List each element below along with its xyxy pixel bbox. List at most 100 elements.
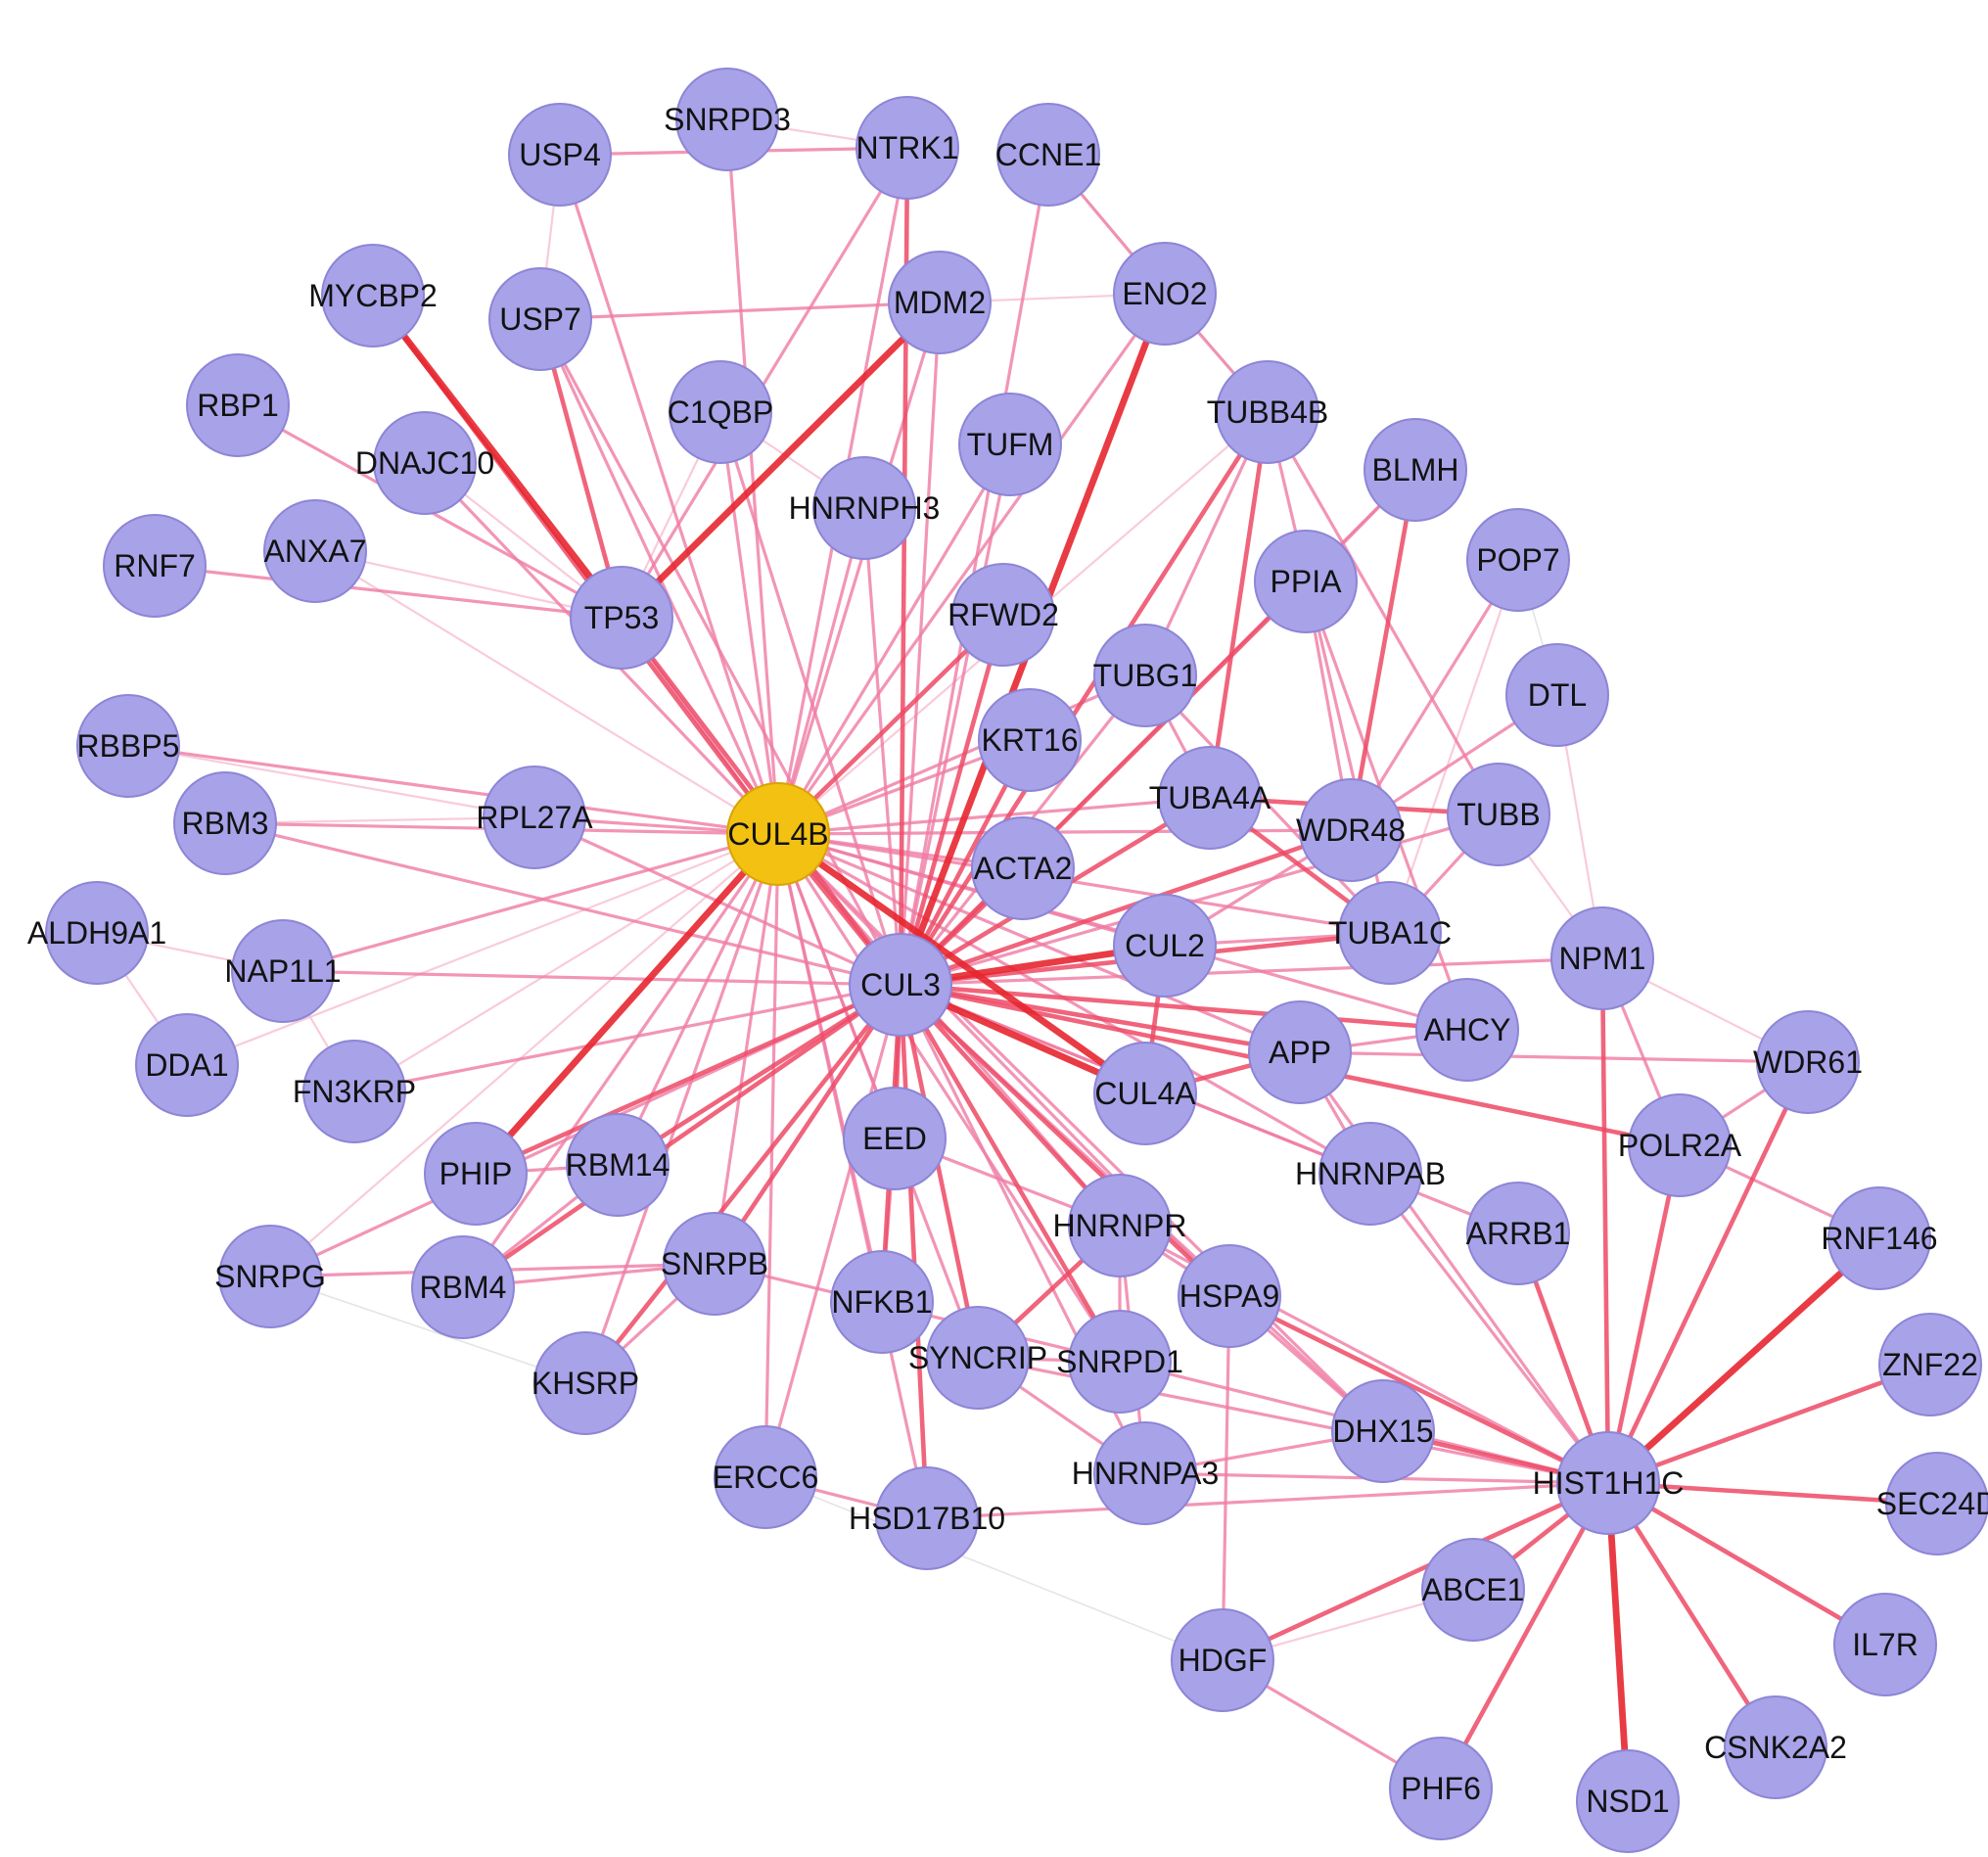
node-circle-SNRPG[interactable]: [218, 1225, 322, 1328]
node-SNRPG[interactable]: SNRPG: [214, 1225, 326, 1328]
node-circle-POLR2A[interactable]: [1628, 1093, 1732, 1197]
node-NAP1L1[interactable]: NAP1L1: [224, 919, 342, 1023]
node-circle-NPM1[interactable]: [1550, 906, 1654, 1010]
node-circle-TUBB4B[interactable]: [1216, 360, 1319, 464]
node-circle-ZNF22[interactable]: [1878, 1313, 1982, 1416]
node-ACTA2[interactable]: ACTA2: [971, 816, 1075, 920]
node-HSD17B10[interactable]: HSD17B10: [849, 1466, 1005, 1570]
node-circle-HSD17B10[interactable]: [875, 1466, 979, 1570]
node-circle-RFWD2[interactable]: [951, 563, 1055, 667]
node-circle-HNRNPH3[interactable]: [812, 456, 916, 560]
node-circle-SNRPD3[interactable]: [675, 68, 779, 171]
node-circle-SEC24D[interactable]: [1885, 1452, 1988, 1555]
node-circle-DNAJC10[interactable]: [373, 411, 477, 515]
node-PHIP[interactable]: PHIP: [424, 1122, 528, 1226]
node-RBM14[interactable]: RBM14: [566, 1113, 670, 1217]
node-circle-KRT16[interactable]: [978, 688, 1082, 792]
node-circle-SYNCRIP[interactable]: [926, 1306, 1030, 1410]
node-HSPA9[interactable]: HSPA9: [1178, 1244, 1281, 1348]
node-ABCE1[interactable]: ABCE1: [1421, 1538, 1525, 1642]
node-USP4[interactable]: USP4: [508, 103, 612, 207]
node-circle-DTL[interactable]: [1505, 643, 1609, 747]
node-KRT16[interactable]: KRT16: [978, 688, 1082, 792]
node-DDA1[interactable]: DDA1: [135, 1013, 239, 1117]
node-circle-NTRK1[interactable]: [855, 96, 959, 200]
node-circle-TUBA4A[interactable]: [1158, 746, 1262, 850]
node-circle-NFKB1[interactable]: [830, 1250, 934, 1354]
node-SEC24D[interactable]: SEC24D: [1876, 1452, 1988, 1555]
node-circle-SNRPD1[interactable]: [1068, 1310, 1172, 1414]
node-TUFM[interactable]: TUFM: [958, 393, 1062, 496]
node-NTRK1[interactable]: NTRK1: [855, 96, 959, 200]
node-PHF6[interactable]: PHF6: [1389, 1737, 1493, 1840]
node-HNRNPR[interactable]: HNRNPR: [1053, 1174, 1187, 1277]
node-circle-POP7[interactable]: [1466, 508, 1570, 612]
node-circle-C1QBP[interactable]: [669, 360, 772, 464]
node-circle-TUBA1C[interactable]: [1338, 881, 1442, 985]
node-RBBP5[interactable]: RBBP5: [76, 694, 180, 798]
node-CUL3[interactable]: CUL3: [849, 933, 952, 1037]
node-FN3KRP[interactable]: FN3KRP: [293, 1040, 416, 1143]
node-circle-ERCC6[interactable]: [714, 1425, 817, 1529]
node-HDGF[interactable]: HDGF: [1171, 1608, 1274, 1712]
node-ZNF22[interactable]: ZNF22: [1878, 1313, 1982, 1416]
node-ENO2[interactable]: ENO2: [1113, 242, 1217, 346]
node-RNF7[interactable]: RNF7: [103, 514, 207, 618]
node-ERCC6[interactable]: ERCC6: [713, 1425, 818, 1529]
node-circle-TUFM[interactable]: [958, 393, 1062, 496]
node-DTL[interactable]: DTL: [1505, 643, 1609, 747]
node-SNRPD1[interactable]: SNRPD1: [1056, 1310, 1183, 1414]
node-circle-HDGF[interactable]: [1171, 1608, 1274, 1712]
node-CUL4A[interactable]: CUL4A: [1093, 1042, 1197, 1145]
node-circle-RBM14[interactable]: [566, 1113, 670, 1217]
node-NFKB1[interactable]: NFKB1: [830, 1250, 934, 1354]
node-RBP1[interactable]: RBP1: [186, 353, 290, 457]
node-TUBB[interactable]: TUBB: [1447, 763, 1550, 866]
node-IL7R[interactable]: IL7R: [1833, 1593, 1937, 1696]
node-circle-RBBP5[interactable]: [76, 694, 180, 798]
node-circle-KHSRP[interactable]: [533, 1331, 637, 1435]
node-circle-CSNK2A2[interactable]: [1724, 1695, 1827, 1799]
node-NPM1[interactable]: NPM1: [1550, 906, 1654, 1010]
node-circle-DDA1[interactable]: [135, 1013, 239, 1117]
node-circle-CUL3[interactable]: [849, 933, 952, 1037]
node-circle-HIST1H1C[interactable]: [1556, 1431, 1660, 1535]
node-circle-PPIA[interactable]: [1254, 530, 1358, 633]
node-circle-USP7[interactable]: [488, 267, 592, 371]
node-CCNE1[interactable]: CCNE1: [995, 103, 1101, 207]
node-circle-RBM4[interactable]: [411, 1235, 515, 1339]
node-WDR48[interactable]: WDR48: [1296, 778, 1406, 882]
node-circle-WDR61[interactable]: [1756, 1010, 1860, 1114]
node-circle-FN3KRP[interactable]: [302, 1040, 406, 1143]
node-circle-APP[interactable]: [1248, 1000, 1352, 1104]
node-circle-HNRNPAB[interactable]: [1318, 1122, 1422, 1226]
node-circle-NAP1L1[interactable]: [231, 919, 335, 1023]
node-circle-ACTA2[interactable]: [971, 816, 1075, 920]
node-C1QBP[interactable]: C1QBP: [668, 360, 773, 464]
node-MDM2[interactable]: MDM2: [888, 251, 992, 354]
node-circle-NSD1[interactable]: [1576, 1749, 1680, 1853]
node-circle-CUL2[interactable]: [1113, 894, 1217, 998]
node-circle-ARRB1[interactable]: [1466, 1182, 1570, 1285]
node-USP7[interactable]: USP7: [488, 267, 592, 371]
node-circle-EED[interactable]: [843, 1087, 947, 1190]
node-circle-ABCE1[interactable]: [1421, 1538, 1525, 1642]
node-PPIA[interactable]: PPIA: [1254, 530, 1358, 633]
node-TP53[interactable]: TP53: [570, 566, 673, 670]
node-circle-DHX15[interactable]: [1331, 1379, 1435, 1483]
node-RBM4[interactable]: RBM4: [411, 1235, 515, 1339]
node-MYCBP2[interactable]: MYCBP2: [308, 244, 438, 348]
node-circle-TUBG1[interactable]: [1093, 624, 1197, 727]
node-APP[interactable]: APP: [1248, 1000, 1352, 1104]
hub-node-circle-CUL4B[interactable]: [726, 782, 830, 886]
node-WDR61[interactable]: WDR61: [1753, 1010, 1863, 1114]
node-circle-IL7R[interactable]: [1833, 1593, 1937, 1696]
node-circle-RPL27A[interactable]: [483, 766, 586, 869]
node-circle-ENO2[interactable]: [1113, 242, 1217, 346]
node-DHX15[interactable]: DHX15: [1331, 1379, 1435, 1483]
node-ARRB1[interactable]: ARRB1: [1466, 1182, 1571, 1285]
node-circle-PHIP[interactable]: [424, 1122, 528, 1226]
node-RBM3[interactable]: RBM3: [173, 771, 277, 875]
node-circle-SNRPB[interactable]: [663, 1212, 766, 1316]
node-circle-MYCBP2[interactable]: [321, 244, 425, 348]
